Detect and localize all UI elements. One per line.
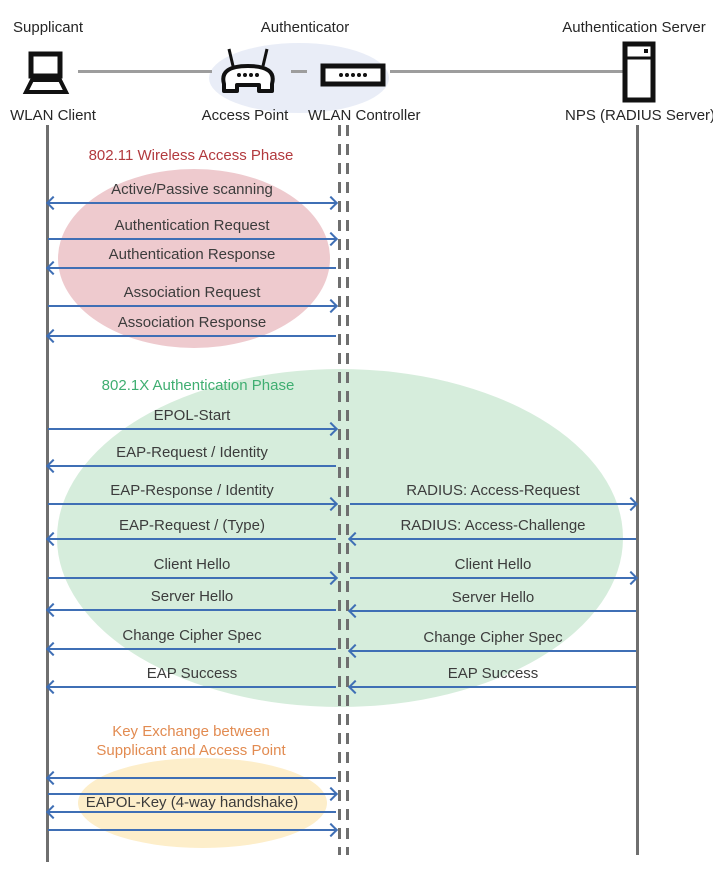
role-authenticator: Authenticator	[260, 19, 350, 36]
msg-label: EAP-Request / Identity	[116, 444, 268, 461]
msg-change-cipher-spec-left: Change Cipher Spec	[48, 627, 336, 650]
server-icon	[622, 41, 656, 108]
msg-client-hello-right: Client Hello	[350, 556, 636, 579]
msg-label: RADIUS: Access-Request	[406, 482, 580, 499]
msg-authentication-request: Authentication Request	[48, 217, 336, 240]
link-ap-controller	[291, 70, 307, 73]
phase3-ellipse	[78, 758, 327, 848]
phase3-title-line1: Key Exchange between	[112, 723, 270, 740]
msg-eap-request-identity: EAP-Request / Identity	[48, 444, 336, 467]
msg-label: EAP-Response / Identity	[110, 482, 274, 499]
role-supplicant: Supplicant	[13, 19, 84, 36]
msg-association-request: Association Request	[48, 284, 336, 307]
msg-authentication-response: Authentication Response	[48, 246, 336, 269]
msg-label: Active/Passive scanning	[111, 181, 273, 198]
msg-scanning: Active/Passive scanning	[48, 181, 336, 204]
lifeline-wlan-controller-right	[346, 125, 349, 855]
lifeline-nps-server	[636, 125, 639, 855]
phase1-ellipse	[58, 169, 330, 348]
wlan-controller-icon	[320, 63, 386, 92]
device-wlan-controller: WLAN Controller	[308, 107, 421, 124]
msg-label: Association Request	[123, 284, 261, 301]
msg-change-cipher-spec-right: Change Cipher Spec	[350, 629, 636, 652]
link-client-ap	[78, 70, 212, 73]
msg-eapol-key-arrow-1	[48, 777, 336, 779]
role-authentication-server: Authentication Server	[562, 19, 706, 36]
msg-label: Association Response	[117, 314, 267, 331]
msg-label: Change Cipher Spec	[423, 629, 563, 646]
phase2-title: 802.1X Authentication Phase	[101, 377, 295, 394]
msg-label: Authentication Response	[108, 246, 276, 263]
msg-eapol-key-arrow-2	[48, 793, 336, 795]
lifeline-wlan-controller-left	[338, 125, 341, 855]
msg-epol-start: EPOL-Start	[48, 407, 336, 430]
access-point-icon	[213, 46, 283, 99]
msg-label: Server Hello	[451, 589, 535, 606]
msg-label: Authentication Request	[114, 217, 270, 234]
msg-label: EAP Success	[146, 665, 238, 682]
phase1-title: 802.11 Wireless Access Phase	[88, 147, 294, 164]
msg-label: EAP Success	[447, 665, 539, 682]
msg-eap-success-right: EAP Success	[350, 665, 636, 688]
msg-eapol-key-arrow-4	[48, 829, 336, 831]
device-access-point: Access Point	[201, 107, 289, 124]
phase3-title-line2: Supplicant and Access Point	[96, 742, 286, 759]
msg-label: EAP-Request / (Type)	[119, 517, 265, 534]
msg-radius-access-challenge: RADIUS: Access-Challenge	[350, 517, 636, 540]
msg-label: EPOL-Start	[153, 407, 231, 424]
link-controller-server	[390, 70, 624, 73]
msg-server-hello-right: Server Hello	[350, 589, 636, 612]
device-wlan-client: WLAN Client	[10, 107, 96, 124]
msg-label: Client Hello	[153, 556, 231, 573]
msg-label: RADIUS: Access-Challenge	[400, 517, 586, 534]
phase3-title: Key Exchange between Supplicant and Acce…	[88, 722, 294, 760]
msg-eapol-key-arrow-3	[48, 811, 336, 813]
msg-radius-access-request: RADIUS: Access-Request	[350, 482, 636, 505]
msg-server-hello-left: Server Hello	[48, 588, 336, 611]
msg-client-hello-left: Client Hello	[48, 556, 336, 579]
device-nps-radius-server: NPS (RADIUS Server)	[565, 107, 713, 124]
msg-association-response: Association Response	[48, 314, 336, 337]
laptop-icon	[14, 50, 74, 109]
msg-label: Server Hello	[150, 588, 234, 605]
msg-eap-request-type: EAP-Request / (Type)	[48, 517, 336, 540]
msg-eap-success-left: EAP Success	[48, 665, 336, 688]
msg-label: Client Hello	[454, 556, 532, 573]
msg-label: Change Cipher Spec	[122, 627, 262, 644]
msg-eap-response-identity: EAP-Response / Identity	[48, 482, 336, 505]
lifeline-wlan-client	[46, 125, 49, 862]
msg-eapol-key-label: EAPOL-Key (4-way handshake)	[85, 794, 299, 811]
